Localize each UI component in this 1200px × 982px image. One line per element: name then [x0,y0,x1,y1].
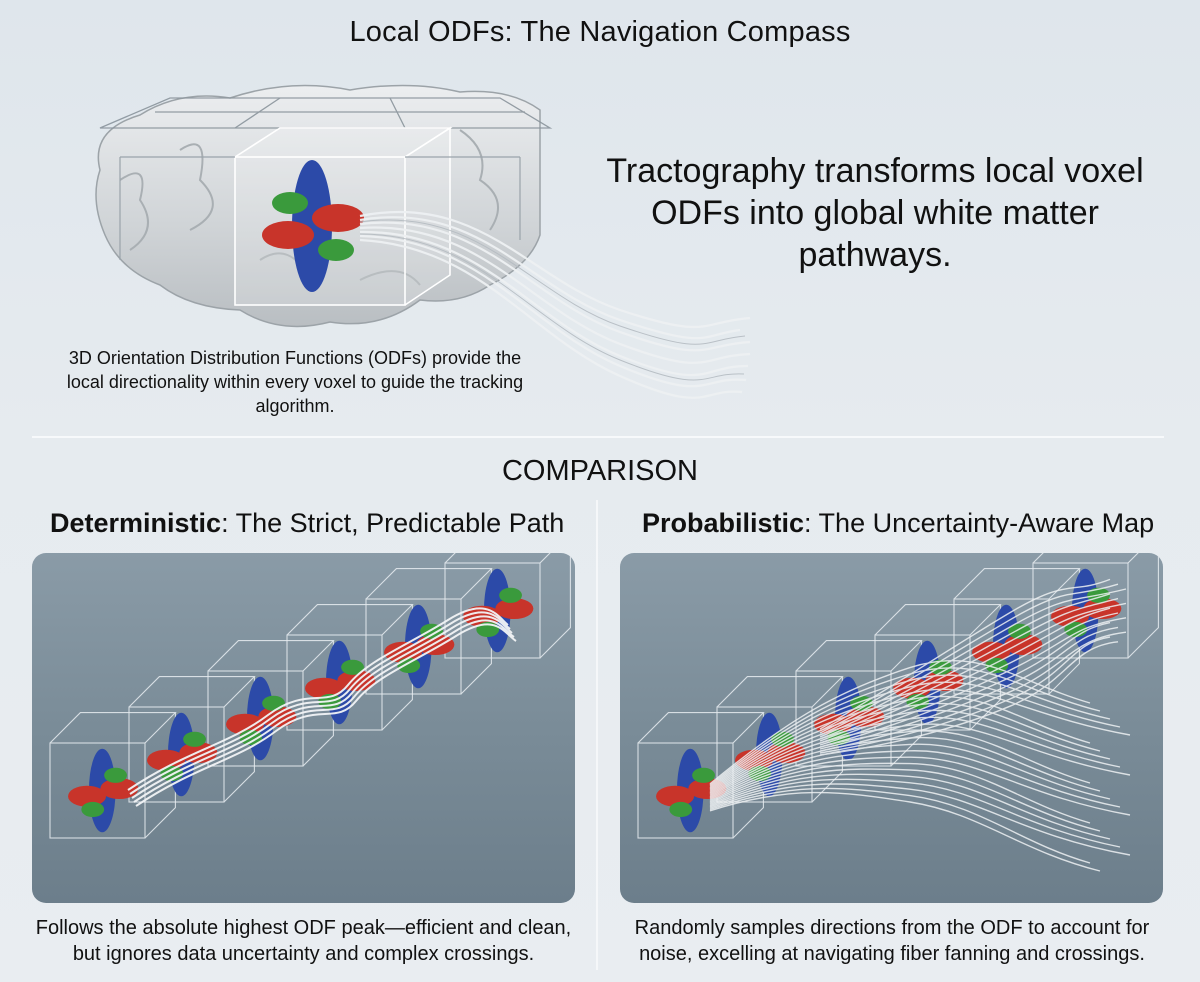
probabilistic-svg [637,553,1159,872]
comparison-heading: COMPARISON [501,455,699,487]
odf-glyph [463,568,534,653]
fiber-streamlines [359,210,751,399]
probabilistic-title: Probabilistic: The Uncertainty-Aware Map [642,508,1154,539]
probabilistic-title-rest: : The Uncertainty-Aware Map [804,508,1155,538]
deterministic-svg [49,553,571,839]
section-divider [32,436,1164,438]
probabilistic-caption: Randomly samples directions from the ODF… [634,917,1150,965]
odf-caption: 3D Orientation Distribution Functions (O… [66,348,524,416]
voxel-cube [444,553,571,659]
deterministic-title: Deterministic: The Strict, Predictable P… [50,508,564,539]
odf-glyph [656,748,727,833]
odf-glyph [68,748,139,833]
fiber-streamlines [709,578,1131,872]
brain-tissue-illustration [95,84,751,399]
deterministic-title-bold: Deterministic [50,508,222,538]
deterministic-title-rest: : The Strict, Predictable Path [221,508,565,538]
odf-glyph [147,712,218,797]
odf-glyph [262,160,364,292]
odf-glyph [1051,568,1122,653]
probabilistic-illustration [620,553,1163,903]
vertical-divider [596,500,598,970]
deterministic-illustration [32,553,575,903]
tagline: Tractography transforms local voxel ODFs… [606,152,1144,274]
voxel-cube [1032,553,1159,659]
fiber-streamlines [127,607,517,807]
deterministic-caption: Follows the absolute highest ODF peak—ef… [35,917,572,965]
page-title: Local ODFs: The Navigation Compass [349,16,851,48]
probabilistic-title-bold: Probabilistic [642,508,805,538]
